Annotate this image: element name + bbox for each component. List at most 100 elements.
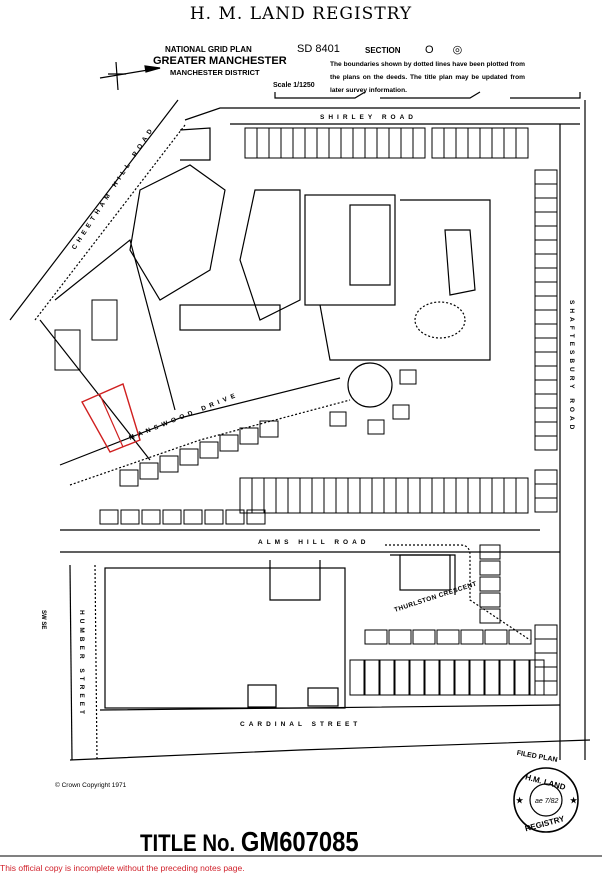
building <box>499 659 515 696</box>
building <box>352 127 366 159</box>
building <box>376 127 390 159</box>
building <box>534 225 558 241</box>
building <box>388 629 412 645</box>
building <box>443 477 457 514</box>
building <box>503 477 517 514</box>
building <box>141 509 161 525</box>
building <box>454 659 470 696</box>
building <box>424 659 440 696</box>
building <box>534 295 558 311</box>
building <box>443 127 457 159</box>
building <box>91 299 118 341</box>
building <box>139 462 159 480</box>
building <box>534 281 558 297</box>
building <box>534 421 558 437</box>
building <box>534 267 558 283</box>
building <box>392 404 410 420</box>
building <box>479 576 501 592</box>
bench-mark-label: SW SE <box>40 610 46 629</box>
building <box>534 497 558 513</box>
building <box>484 659 500 696</box>
stamp-bottom-text: REGISTRY <box>524 814 566 833</box>
building <box>367 419 385 435</box>
title-number-value: GM607085 <box>240 826 359 857</box>
copyright-notice: © Crown Copyright 1971 <box>55 782 127 789</box>
building <box>534 379 558 395</box>
road-label-humber: HUMBER STREET <box>78 610 85 718</box>
building <box>99 509 119 525</box>
building <box>515 477 529 514</box>
building <box>534 239 558 255</box>
building <box>328 127 342 159</box>
building <box>199 441 219 459</box>
building <box>225 509 245 525</box>
building <box>534 211 558 227</box>
filed-plan-stamp: FILED PLAN H.M. LAND REGISTRY ae 7/82 ★★ <box>513 750 579 833</box>
building <box>371 477 385 514</box>
building <box>388 127 402 159</box>
building <box>412 629 436 645</box>
road-label-shaftesbury: SHAFTESBURY ROAD <box>568 300 575 433</box>
building <box>379 659 395 696</box>
building <box>534 309 558 325</box>
building <box>280 127 294 159</box>
building <box>179 448 199 466</box>
building <box>251 477 265 514</box>
building <box>159 455 179 473</box>
building <box>256 127 270 159</box>
section-label: SECTION <box>365 46 401 55</box>
stamp-top-text: FILED PLAN <box>516 750 558 764</box>
building <box>287 477 301 514</box>
building <box>299 477 313 514</box>
building <box>364 127 378 159</box>
document-title: H. M. LAND REGISTRY <box>189 4 413 24</box>
building <box>479 544 501 560</box>
building <box>467 477 481 514</box>
building <box>246 509 266 525</box>
building <box>399 369 417 385</box>
title-boundary <box>81 383 141 453</box>
building <box>534 666 558 682</box>
building <box>515 127 529 159</box>
building <box>534 393 558 409</box>
building <box>364 629 388 645</box>
building <box>54 329 81 371</box>
building <box>479 127 493 159</box>
road-label-cardinal: CARDINAL STREET <box>240 721 361 728</box>
building <box>479 592 501 608</box>
building <box>534 197 558 213</box>
title-prefix: TITLE No. <box>140 830 236 857</box>
building <box>219 434 239 452</box>
building <box>383 477 397 514</box>
building <box>275 477 289 514</box>
building <box>244 127 258 159</box>
building <box>183 509 203 525</box>
incomplete-copy-notice: This official copy is incomplete without… <box>0 863 245 873</box>
building <box>491 127 505 159</box>
building <box>534 407 558 423</box>
road-label-thurlston: THURLSTON CRESCENT <box>393 581 477 614</box>
building <box>534 253 558 269</box>
stamp-initials: ae 7/82 <box>535 798 558 805</box>
building <box>503 127 517 159</box>
building <box>311 477 325 514</box>
building <box>460 629 484 645</box>
building <box>479 608 501 624</box>
title-number: TITLE No. GM607085 <box>140 826 359 858</box>
county-label: GREATER MANCHESTER <box>153 55 287 67</box>
boundary-note: The boundaries shown by dotted lines hav… <box>330 61 525 94</box>
building <box>534 680 558 696</box>
building <box>529 659 545 696</box>
building <box>316 127 330 159</box>
building <box>120 509 140 525</box>
svg-text:★: ★ <box>570 796 578 805</box>
building <box>292 127 306 159</box>
building <box>359 477 373 514</box>
building <box>534 365 558 381</box>
building <box>514 659 530 696</box>
building <box>534 435 558 451</box>
building <box>479 560 501 576</box>
building <box>455 127 469 159</box>
building <box>455 477 469 514</box>
